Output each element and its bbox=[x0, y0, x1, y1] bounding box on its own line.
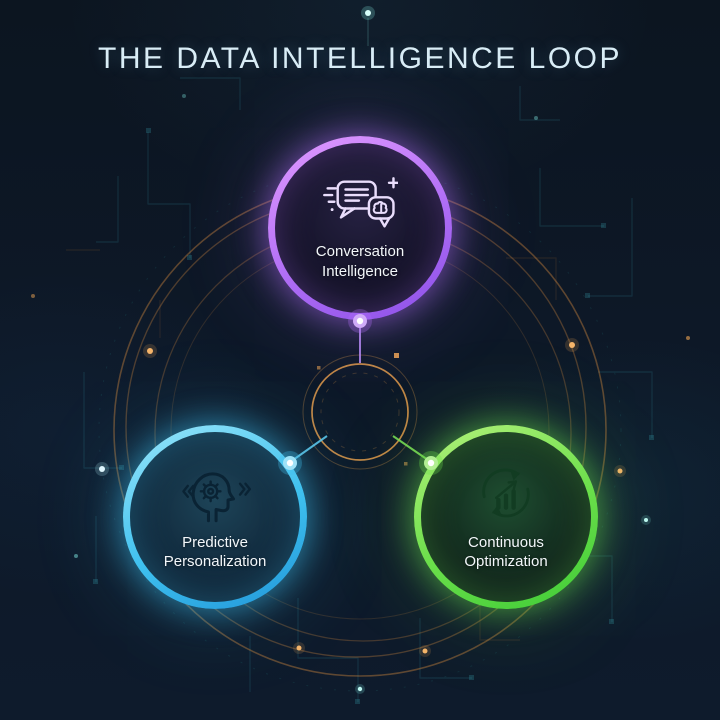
chat-bubbles-brain-icon bbox=[323, 177, 398, 228]
node-content: Conversation Intelligence bbox=[275, 143, 445, 313]
node-label-optimization: Continuous Optimization bbox=[464, 533, 548, 571]
node-predictive-personalization: Predictive Personalization bbox=[123, 425, 307, 609]
glow-dots bbox=[31, 6, 690, 694]
node-content: Continuous Optimization bbox=[421, 432, 591, 602]
node-label-conversation: Conversation Intelligence bbox=[315, 243, 405, 280]
node-conversation-intelligence: Conversation Intelligence bbox=[268, 136, 452, 320]
center-hub-rings bbox=[302, 354, 418, 470]
node-label-predictive: Predictive Personalization bbox=[163, 533, 267, 571]
head-gear-arrows-icon bbox=[182, 471, 252, 522]
node-content: Predictive Personalization bbox=[130, 432, 300, 602]
chart-cycle-arrows-icon bbox=[482, 468, 530, 517]
node-continuous-optimization: Continuous Optimization bbox=[414, 425, 598, 609]
circuit-traces bbox=[66, 77, 654, 704]
diagram-title: THE DATA INTELLIGENCE LOOP bbox=[98, 42, 622, 75]
hub-accent-squares bbox=[317, 353, 408, 466]
